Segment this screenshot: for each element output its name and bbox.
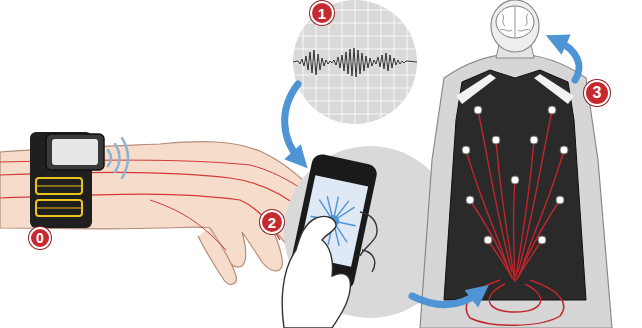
wrist-device [30, 132, 104, 228]
wireless-waves [108, 138, 128, 178]
signal-waveform [293, 0, 417, 124]
callout-number: 3 [584, 80, 610, 106]
callout-number: 0 [29, 227, 51, 249]
flow-arrows [285, 40, 579, 305]
callout-number: 1 [310, 1, 334, 25]
back-vest [420, 0, 612, 328]
callout-number: 2 [260, 210, 284, 234]
